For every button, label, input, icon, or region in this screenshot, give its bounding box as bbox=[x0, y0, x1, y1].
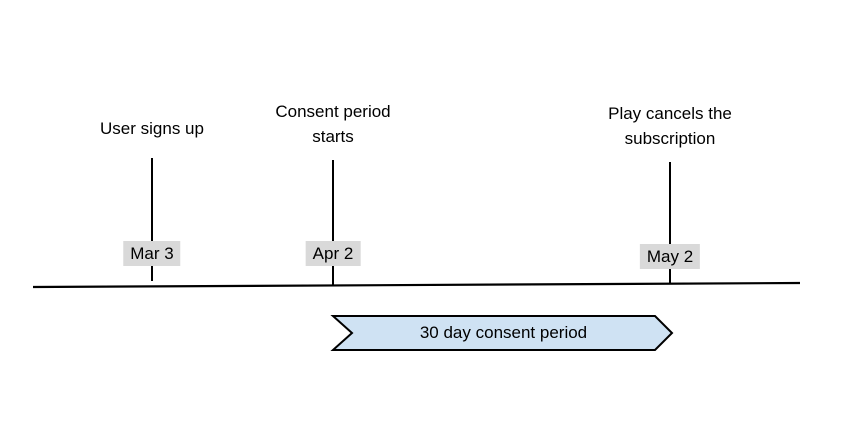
timeline-axis bbox=[32, 281, 801, 289]
event-label-user-signs-up: User signs up bbox=[100, 116, 204, 141]
event-date-badge-may2: May 2 bbox=[639, 244, 701, 269]
event-label-play-cancels: Play cancels the subscription bbox=[608, 101, 732, 151]
event-label-line: Consent period bbox=[275, 102, 391, 121]
event-label-consent-period-starts: Consent period starts bbox=[275, 99, 390, 149]
event-label-line: subscription bbox=[624, 129, 716, 148]
consent-period-banner-label: 30 day consent period bbox=[419, 323, 588, 342]
event-date-badge-mar3: Mar 3 bbox=[123, 241, 181, 266]
consent-period-banner-shape bbox=[330, 315, 674, 351]
event-label-line: User signs up bbox=[100, 119, 204, 138]
event-date-badge-apr2: Apr 2 bbox=[305, 241, 361, 266]
event-label-line: Play cancels the bbox=[608, 104, 732, 123]
event-label-line: starts bbox=[312, 127, 354, 146]
